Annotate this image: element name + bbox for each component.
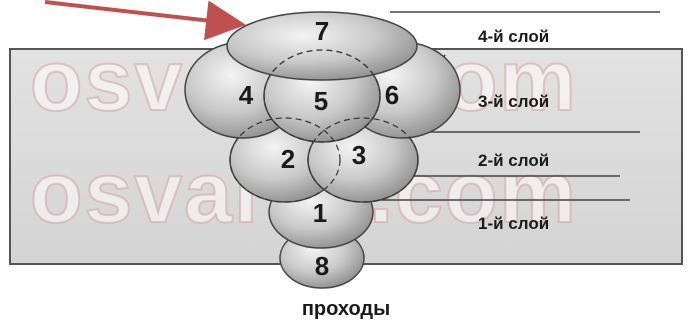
- bead-3-hidden-contour: [307, 117, 419, 203]
- layer-label-1: 1-й слой: [478, 214, 549, 233]
- pass-number-3: 3: [352, 140, 366, 170]
- pass-number-1: 1: [313, 198, 327, 228]
- bead-5-hidden-contour: [263, 49, 381, 143]
- bead-7: [226, 11, 418, 81]
- layer-label-3: 3-й слой: [478, 92, 549, 111]
- pass-number-5: 5: [314, 86, 328, 116]
- pass-number-4: 4: [239, 80, 254, 110]
- pass-number-6: 6: [385, 80, 399, 110]
- diagram-caption: проходы: [301, 298, 391, 320]
- layer-label-4: 4-й слой: [478, 27, 549, 46]
- bead-2-hidden-contour: [229, 117, 341, 203]
- layer-label-2: 2-й слой: [478, 151, 549, 170]
- pass-number-2: 2: [281, 144, 295, 174]
- pointer-arrow: [44, 0, 246, 41]
- pass-number-8: 8: [315, 251, 329, 281]
- pass-number-7: 7: [315, 16, 329, 46]
